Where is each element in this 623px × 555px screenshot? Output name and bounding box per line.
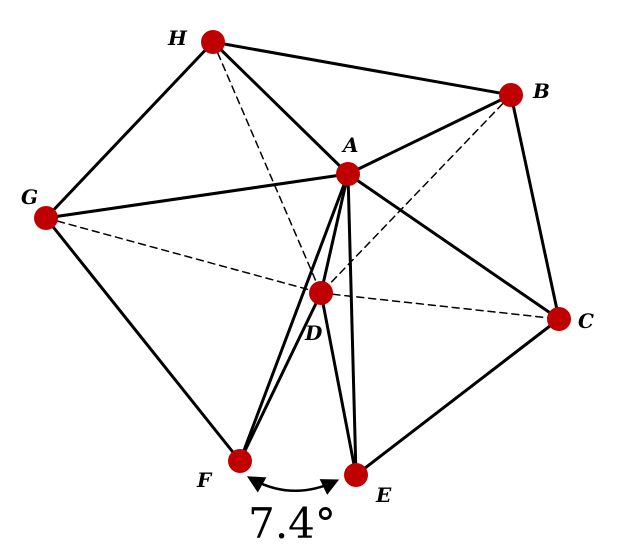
vertex-a bbox=[336, 162, 360, 186]
edge-d-f bbox=[238, 291, 323, 463]
angle-arc bbox=[246, 476, 340, 495]
edge-a-e bbox=[346, 172, 358, 477]
edge-a-b bbox=[346, 93, 513, 176]
edges bbox=[44, 40, 561, 477]
vertex-label-g: G bbox=[21, 185, 38, 209]
dashed-edge-b-d bbox=[320, 94, 512, 294]
edge-b-c bbox=[509, 93, 561, 321]
vertex-label-d: D bbox=[304, 321, 323, 345]
edge-g-a bbox=[44, 172, 350, 220]
edge-d-e bbox=[319, 291, 358, 477]
edge-a-f bbox=[238, 172, 350, 463]
vertex-h bbox=[201, 30, 225, 54]
vertex-label-c: C bbox=[578, 309, 594, 333]
vertex-label-h: H bbox=[167, 26, 188, 50]
vertex-label-e: E bbox=[375, 483, 392, 507]
edge-a-c bbox=[346, 172, 561, 321]
edge-h-b bbox=[211, 40, 513, 97]
vertex-label-b: B bbox=[532, 79, 550, 103]
vertex-label-f: F bbox=[196, 468, 213, 492]
vertex-labels: H B A G C D F E bbox=[21, 26, 594, 507]
dashed-edge-h-d bbox=[212, 41, 322, 294]
edge-h-a bbox=[211, 40, 350, 176]
vertex-label-a: A bbox=[341, 133, 359, 157]
vertex-f bbox=[228, 449, 252, 473]
angle-label: 7.4° bbox=[248, 499, 336, 548]
dashed-edge-d-c bbox=[320, 292, 560, 320]
dashed-edge-g-d bbox=[45, 217, 322, 294]
edge-c-e bbox=[354, 317, 561, 477]
vertex-b bbox=[499, 83, 523, 107]
edge-g-f bbox=[44, 216, 242, 463]
vertex-g bbox=[34, 206, 58, 230]
vertices bbox=[34, 30, 571, 487]
vertex-c bbox=[547, 307, 571, 331]
vertex-d bbox=[309, 281, 333, 305]
edge-a-d bbox=[319, 172, 350, 295]
edge-h-g bbox=[44, 40, 215, 220]
vertex-e bbox=[344, 463, 368, 487]
